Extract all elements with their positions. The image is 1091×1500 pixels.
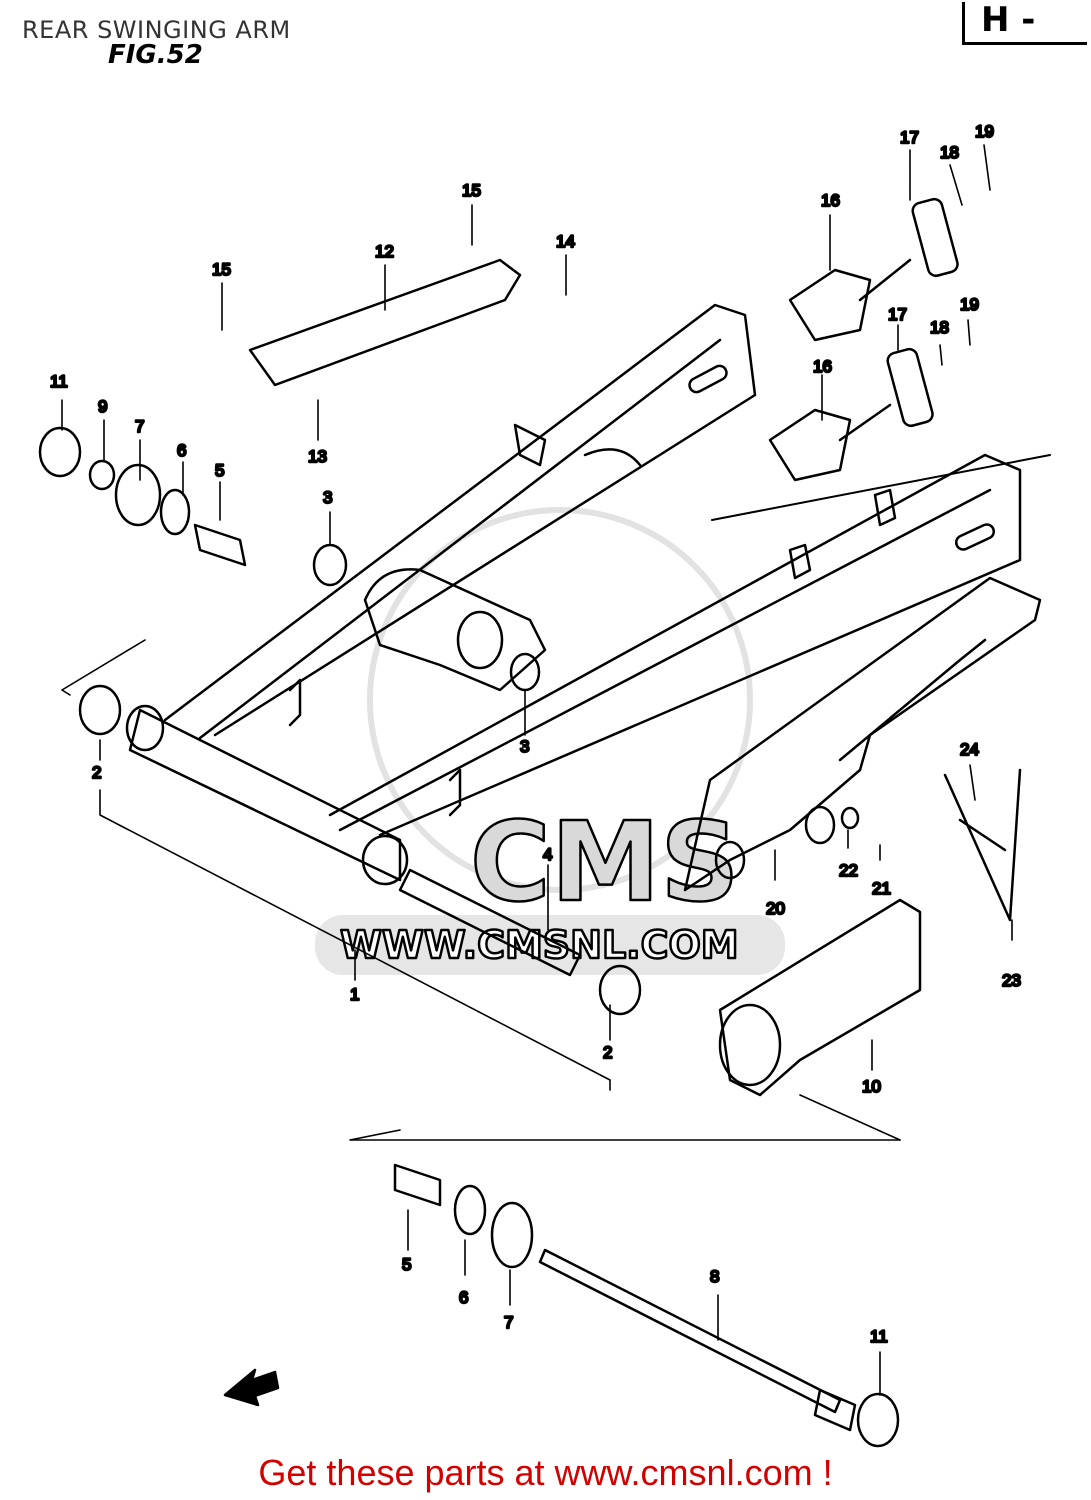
swing-arm-body	[125, 303, 1051, 886]
callout-3b: 3	[520, 737, 529, 756]
callout-17a: 17	[900, 128, 919, 147]
footer-link[interactable]: Get these parts at www.cmsnl.com !	[258, 1452, 833, 1493]
bearing-right	[598, 964, 642, 1016]
pivot-nut-left	[38, 426, 82, 478]
callout-9: 9	[98, 397, 107, 416]
callout-15b: 15	[212, 260, 231, 279]
callout-14: 14	[556, 232, 575, 251]
callout-5b: 5	[402, 1255, 411, 1274]
callout-7b: 7	[504, 1313, 513, 1332]
chain-adjuster-lower	[768, 408, 852, 482]
callout-2a: 2	[92, 763, 101, 782]
chain-guide-stay	[943, 768, 1022, 922]
chain-case	[683, 576, 1042, 892]
callout-11b: 11	[870, 1327, 888, 1346]
bearing-left	[78, 684, 122, 736]
leader-lines	[61, 144, 1013, 1396]
callout-7a: 7	[135, 417, 144, 436]
section-tag: H -	[962, 0, 1087, 45]
pivot-sleeve	[398, 868, 582, 977]
chain-buffer	[718, 898, 922, 1097]
adjuster-plate-upper	[911, 197, 959, 278]
page-title: REAR SWINGING ARM	[22, 16, 291, 44]
callout-2b: 2	[603, 1043, 612, 1062]
callout-21: 21	[872, 879, 891, 898]
callout-19b: 19	[960, 295, 979, 314]
bearing-upper	[312, 543, 348, 587]
pivot-nut-lower	[856, 1392, 900, 1448]
callout-17b: 17	[888, 305, 907, 324]
figure-label: FIG.52	[108, 40, 203, 70]
front-arrow-icon	[223, 1368, 280, 1407]
callout-12: 12	[375, 242, 394, 261]
callout-1: 1	[350, 985, 359, 1004]
callout-6b: 6	[459, 1288, 468, 1307]
watermark: CMS WWW.CMSNL.COM	[315, 507, 785, 975]
section-tag-label: H -	[981, 0, 1036, 40]
dust-seal-lower	[490, 1201, 534, 1269]
callout-18a: 18	[940, 143, 959, 162]
callout-23: 23	[1002, 971, 1021, 990]
callout-6a: 6	[177, 441, 186, 460]
washer-left	[159, 488, 191, 536]
spacer-left	[193, 523, 247, 567]
callout-11a: 11	[50, 372, 68, 391]
callout-19a: 19	[975, 122, 994, 141]
callout-15a: 15	[462, 181, 481, 200]
callout-3a: 3	[323, 488, 332, 507]
callout-labels: 1 2 2 3 3 4 5 5 6 6 7 7 8 9 10 11 11 12 …	[49, 121, 1022, 1348]
callout-16a: 16	[821, 191, 840, 210]
spacer-lower	[393, 1163, 442, 1207]
watermark-logo: CMS	[470, 798, 739, 926]
adjuster-plate-lower	[886, 347, 934, 428]
callout-16b: 16	[813, 357, 832, 376]
pivot-shaft	[538, 1248, 842, 1414]
dust-seal-left	[114, 463, 162, 527]
callout-5a: 5	[215, 461, 224, 480]
callout-4: 4	[543, 845, 552, 864]
washer-lower	[453, 1184, 487, 1236]
callout-20: 20	[766, 899, 785, 918]
callout-10: 10	[862, 1077, 881, 1096]
callout-18b: 18	[930, 318, 949, 337]
callout-13: 13	[308, 447, 327, 466]
callout-24: 24	[960, 740, 979, 759]
watermark-banner	[315, 915, 785, 975]
chain-adjuster-upper	[788, 268, 872, 342]
callout-22: 22	[839, 861, 858, 880]
torque-link	[248, 258, 522, 387]
callout-8: 8	[710, 1267, 719, 1286]
